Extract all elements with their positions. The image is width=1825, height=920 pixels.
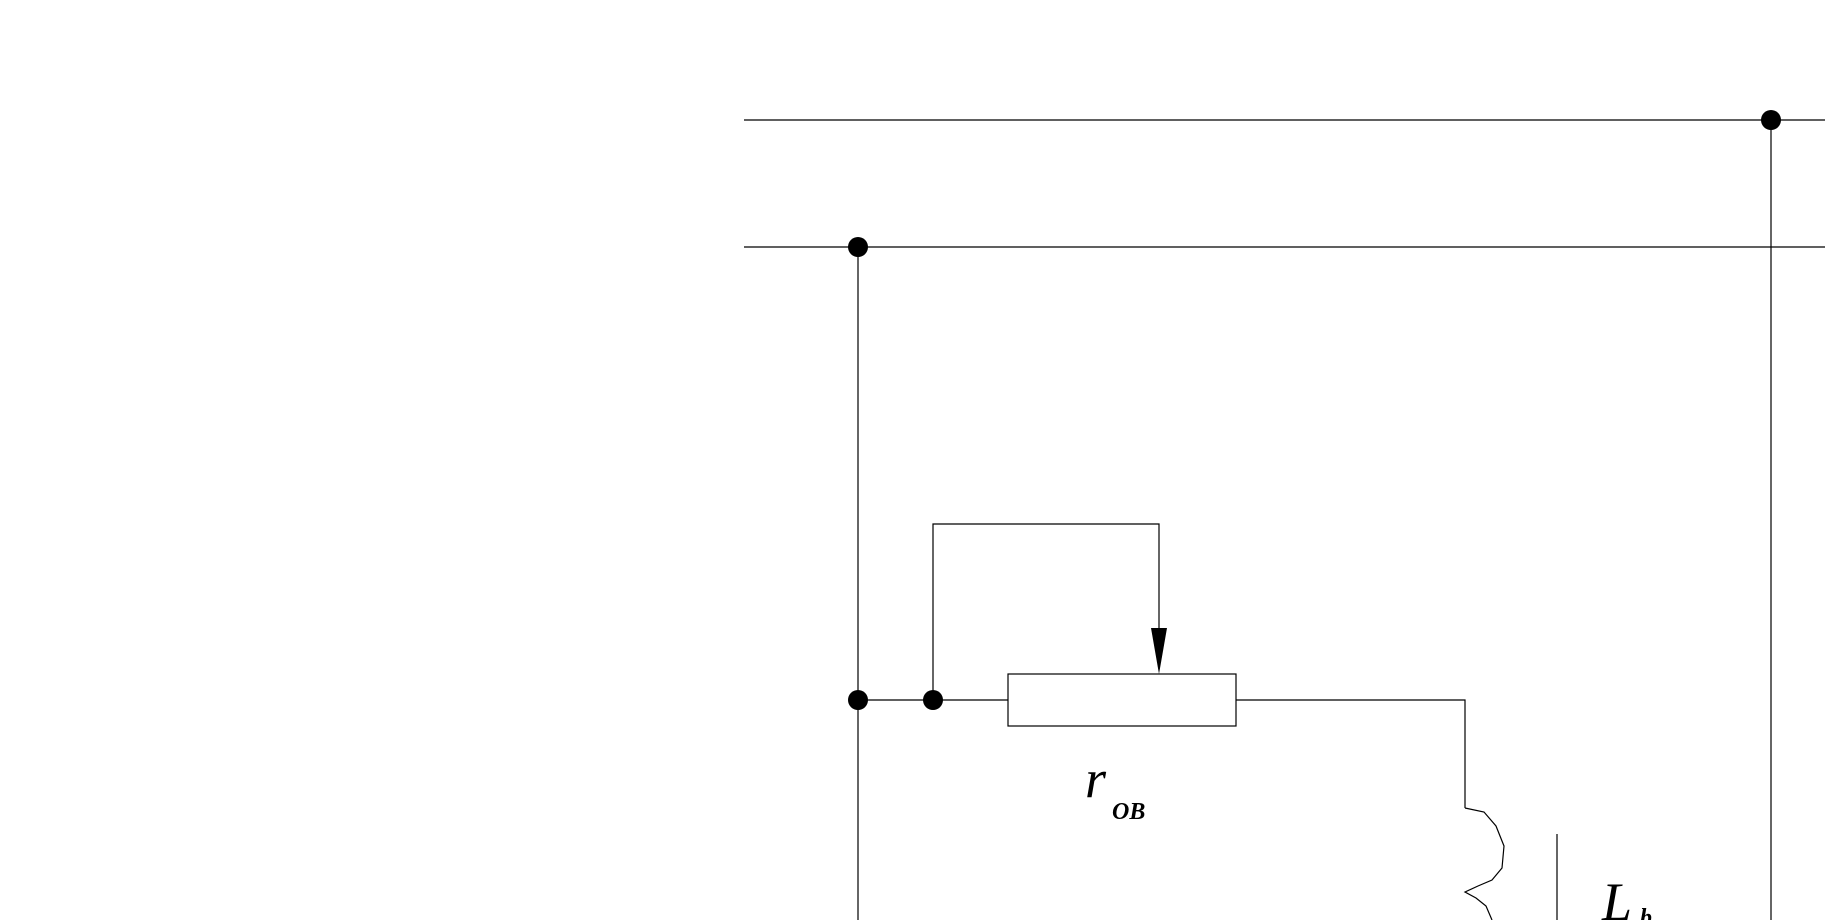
- field-winding-inductor: [1463, 807, 1505, 920]
- resistor-label-symbol: r: [1085, 749, 1107, 809]
- resistor-label-subscript: OB: [1112, 799, 1145, 825]
- junction-node-left-mid: [848, 690, 868, 710]
- inductor-label-subscript: b: [1640, 905, 1652, 920]
- junction-node-left-top: [848, 237, 868, 257]
- inductor-label-symbol: L: [1601, 872, 1632, 920]
- junction-node-wiper: [923, 690, 943, 710]
- resistor-to-inductor-wire: [1236, 699, 1466, 808]
- junction-node-top-right: [1761, 110, 1781, 130]
- rheostat-resistor: [1007, 673, 1237, 727]
- wiper-arrow-icon: [1151, 628, 1167, 674]
- wiper-loop-wire: [932, 523, 1160, 700]
